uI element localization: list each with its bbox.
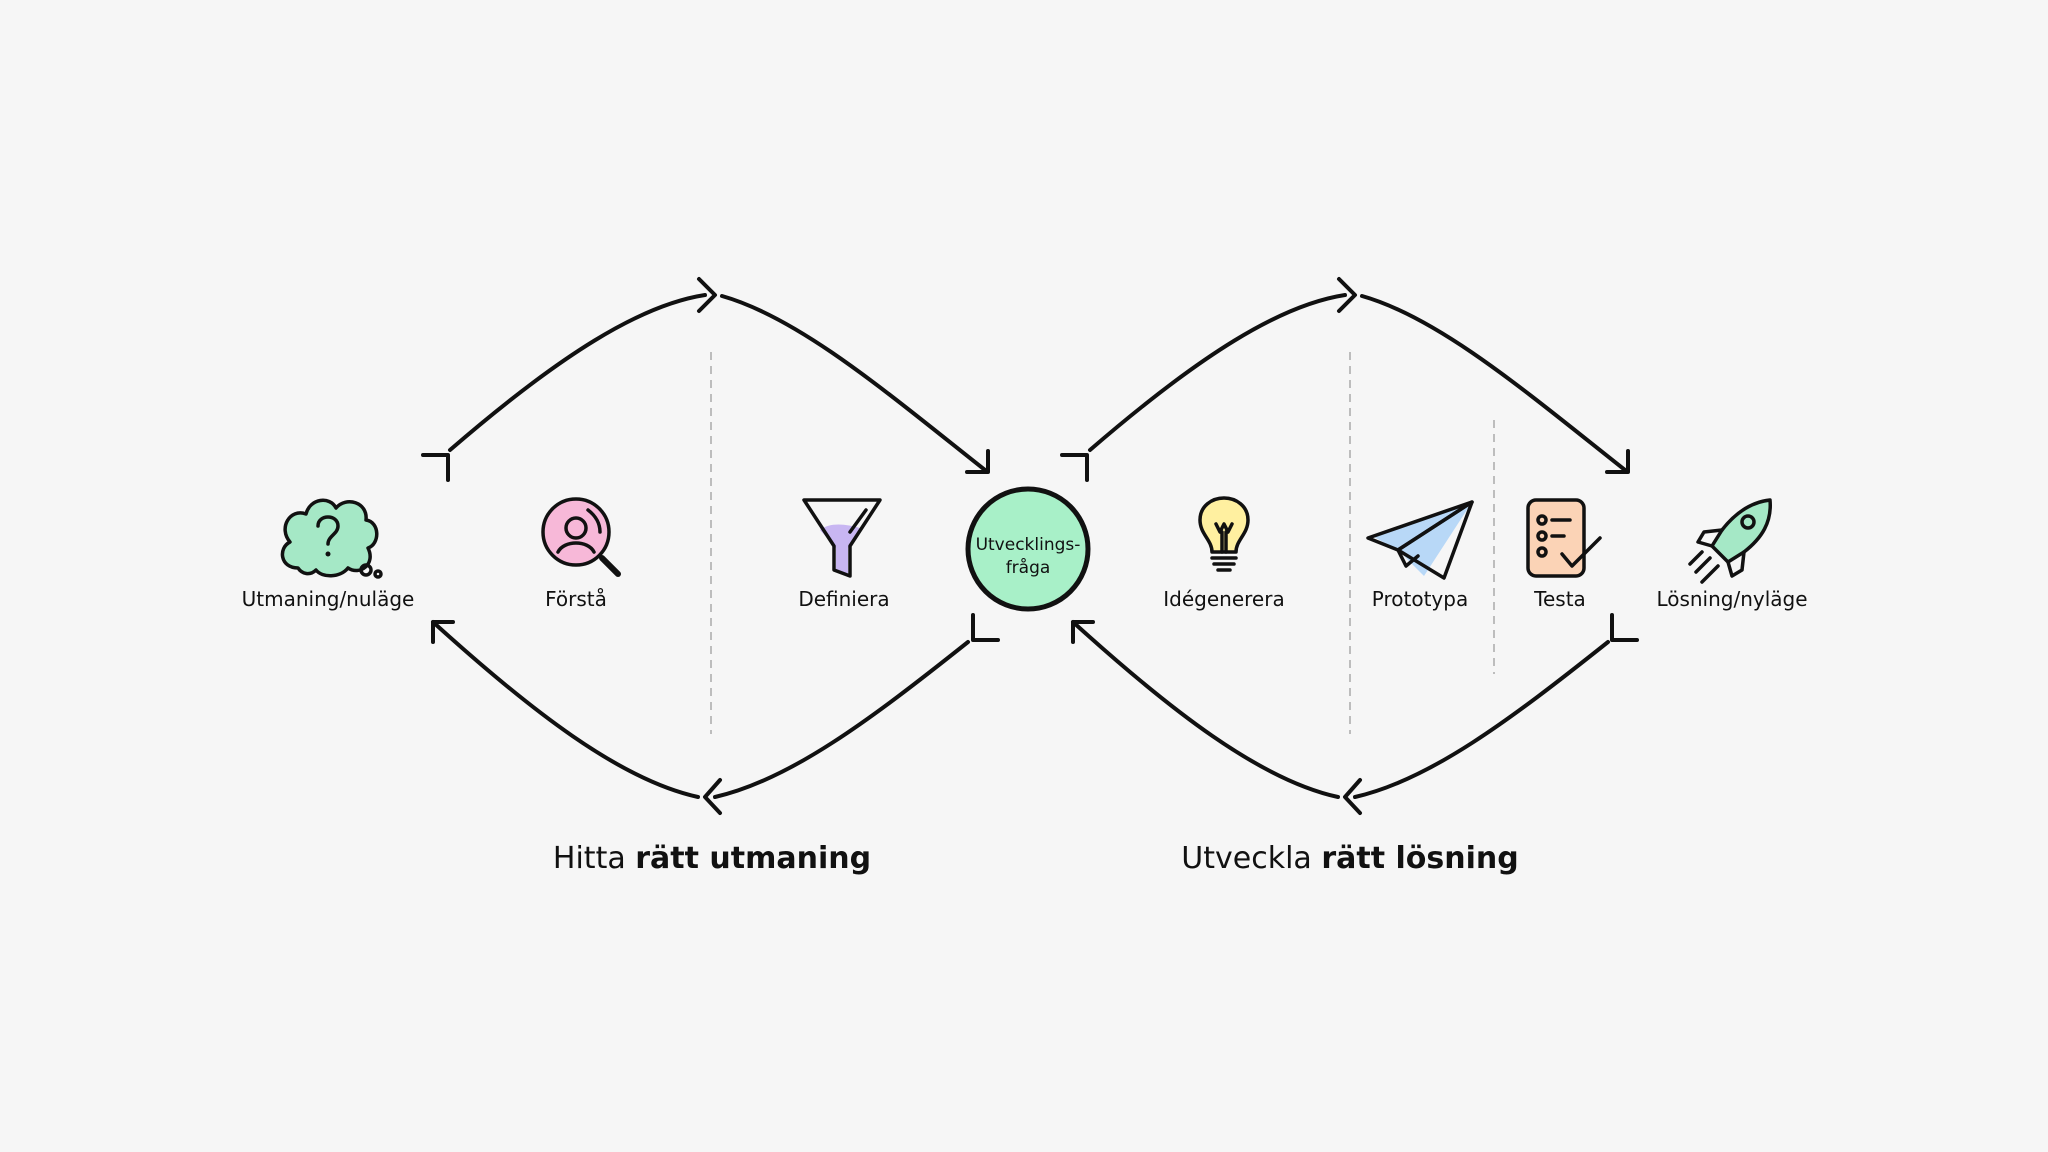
arc-right-bottom-falling [1353, 640, 1610, 799]
step-label-losning: Lösning/nyläge [1656, 587, 1807, 611]
rocket-icon [1688, 498, 1772, 584]
checklist-icon [1526, 498, 1602, 578]
arc-left-top-falling [720, 294, 987, 472]
paper-plane-icon [1366, 500, 1474, 580]
funnel-icon [802, 498, 882, 578]
phase-title-right-bold: rätt lösning [1321, 841, 1518, 876]
step-label-utmaning: Utmaning/nuläge [242, 587, 415, 611]
phase-title-left: Hitta rätt utmaning [553, 841, 871, 876]
arc-left-bottom-falling [713, 640, 970, 799]
center-label-line1: Utvecklings- [976, 535, 1081, 555]
magnifier-person-icon [541, 497, 621, 577]
lightbulb-icon [1198, 496, 1250, 572]
arrowhead-right-bottom-rising [1071, 620, 1095, 644]
step-label-definiera: Definiera [798, 587, 889, 611]
arc-right-bottom-rising [1071, 620, 1340, 799]
arrowhead-right-bottom [1343, 778, 1362, 815]
phase-title-right-prefix: Utveckla [1181, 841, 1321, 876]
corner-tick-right-end [1610, 613, 1639, 642]
arrowhead-left-top-falling [965, 449, 990, 474]
corner-tick-center-bottom [971, 613, 1000, 642]
arc-left-top-rising [448, 293, 707, 452]
step-label-forsta: Förstå [545, 587, 607, 611]
center-label-line2: fråga [1006, 557, 1051, 578]
corner-tick-center-top [1060, 453, 1089, 482]
arc-left-bottom-rising [431, 620, 700, 799]
thought-cloud-question-icon [280, 498, 383, 579]
step-label-prototypa: Prototypa [1372, 587, 1468, 611]
arc-right-top-rising [1088, 293, 1347, 452]
arc-right-top-falling [1360, 294, 1627, 472]
arrowhead-right-top-falling [1605, 449, 1630, 474]
phase-title-left-bold: rätt utmaning [635, 841, 871, 876]
arrowhead-right-top [1337, 277, 1357, 313]
phase-title-right: Utveckla rätt lösning [1181, 841, 1518, 876]
corner-tick-left-start [421, 453, 450, 482]
arrowhead-left-bottom-rising [431, 620, 455, 644]
step-label-idegenerera: Idégenerera [1163, 587, 1284, 611]
arrowhead-left-bottom [703, 778, 722, 815]
phase-title-left-prefix: Hitta [553, 841, 635, 876]
arrowhead-left-top [697, 277, 717, 313]
step-label-testa: Testa [1533, 587, 1586, 611]
center-question-circle: Utvecklings- fråga [965, 486, 1091, 612]
